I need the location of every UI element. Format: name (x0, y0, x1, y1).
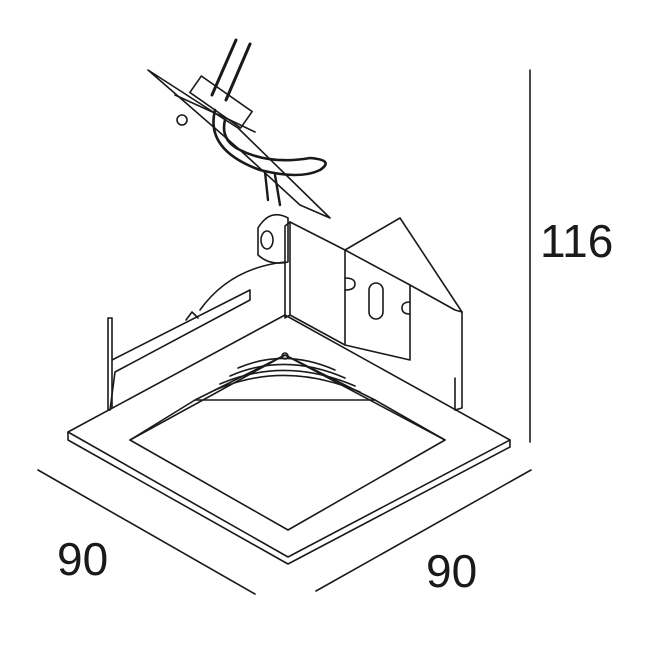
trim-outer (67, 314, 511, 558)
housing (107, 213, 463, 411)
trim-inner (129, 354, 446, 531)
depth-dimension-line (315, 469, 532, 592)
height-dimension-label: 116 (540, 215, 614, 267)
trim-frame (67, 314, 511, 565)
width-dimension-line (37, 469, 256, 595)
depth-dimension-label: 90 (426, 545, 478, 597)
dimension-lines (37, 69, 532, 595)
width-dimension-label: 90 (57, 533, 109, 585)
wiring-bracket (147, 38, 331, 219)
